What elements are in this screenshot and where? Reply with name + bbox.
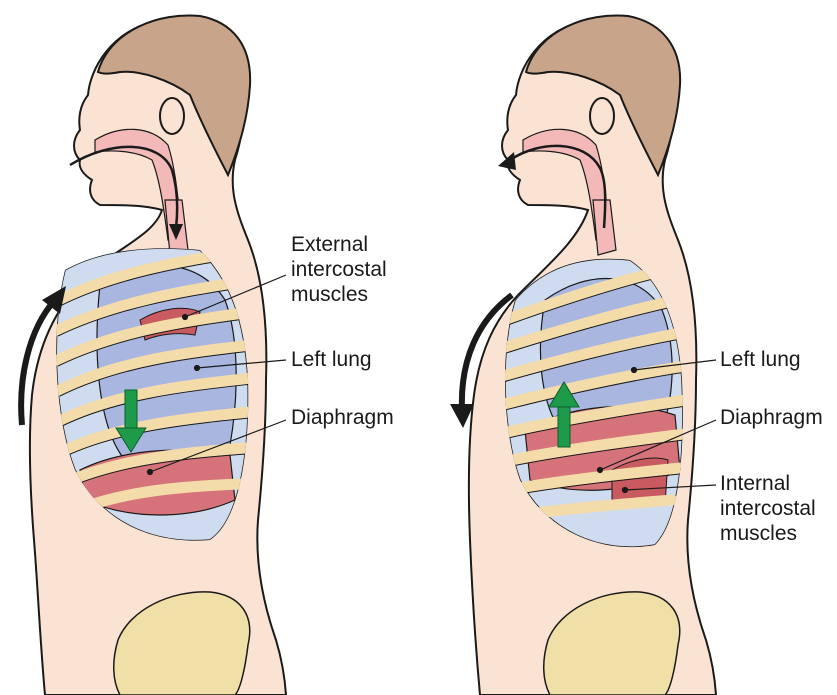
- ear: [160, 98, 184, 134]
- diaphragm-up-arrow-shaft: [558, 405, 570, 447]
- label-line: External: [291, 232, 387, 257]
- label-line: muscles: [720, 521, 816, 546]
- label-internal-intercostal-muscles: Internal intercostal muscles: [720, 471, 816, 546]
- label-line: intercostal: [720, 496, 816, 521]
- label-line: intercostal: [291, 257, 387, 282]
- label-external-intercostal-muscles: External intercostal muscles: [291, 232, 387, 307]
- label-line: Internal: [720, 471, 816, 496]
- inhale-figure: [21, 15, 286, 695]
- label-diaphragm-exhale: Diaphragm: [720, 405, 823, 430]
- label-left-lung-exhale: Left lung: [720, 347, 801, 372]
- label-left-lung-inhale: Left lung: [291, 347, 372, 372]
- exhale-figure: [450, 15, 716, 695]
- ear: [590, 98, 614, 134]
- label-diaphragm-inhale: Diaphragm: [291, 405, 394, 430]
- label-line: muscles: [291, 282, 387, 307]
- diaphragm-down-arrow-shaft: [125, 390, 137, 430]
